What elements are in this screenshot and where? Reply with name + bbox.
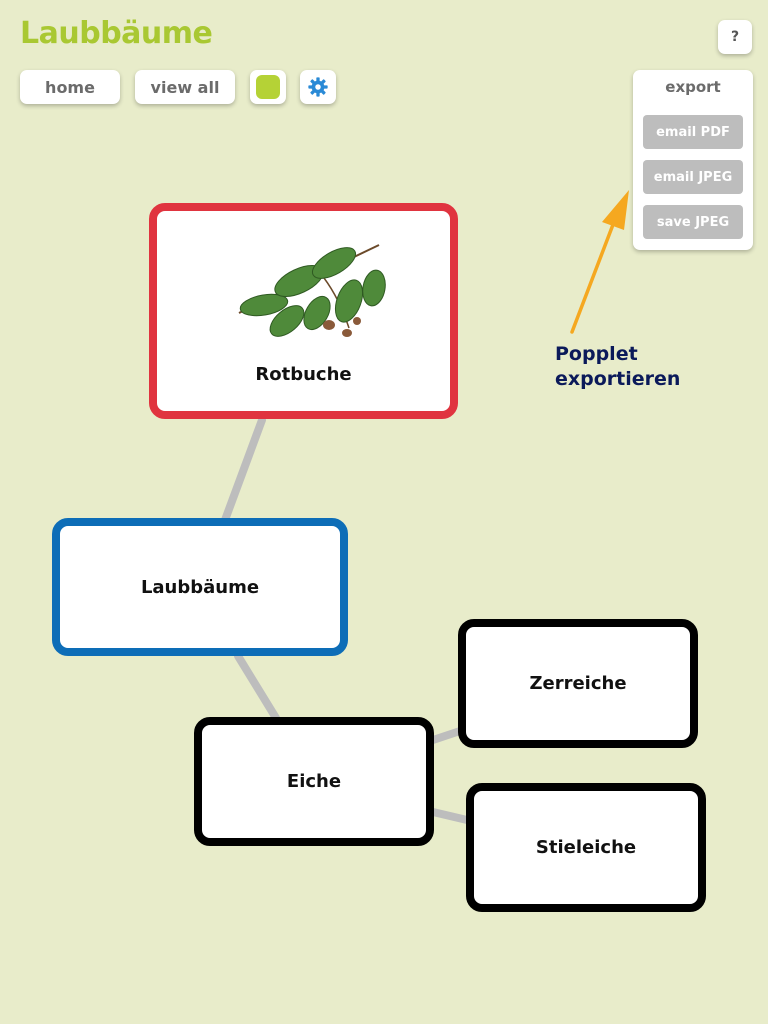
- annotation-line-2: exportieren: [555, 368, 681, 390]
- node-stieleiche[interactable]: Stieleiche: [466, 783, 706, 912]
- node-laubbaeume[interactable]: Laubbäume: [52, 518, 348, 656]
- connector-laubbaeume-eiche: [234, 652, 280, 722]
- export-title: export: [665, 78, 721, 96]
- connector-eiche-stieleiche: [429, 808, 471, 824]
- node-label: Zerreiche: [529, 673, 627, 694]
- node-zerreiche[interactable]: Zerreiche: [458, 619, 698, 748]
- annotation-line-1: Popplet: [555, 343, 638, 365]
- email-pdf-button[interactable]: email PDF: [643, 115, 743, 149]
- help-button[interactable]: ?: [718, 20, 752, 54]
- export-panel: export email PDF email JPEG save JPEG: [633, 70, 753, 250]
- connector-eiche-zerreiche: [429, 727, 464, 744]
- connector-rotbuche-laubbaeume: [221, 416, 266, 524]
- annotation-arrow: [570, 190, 629, 334]
- node-rotbuche[interactable]: Rotbuche: [149, 203, 458, 419]
- node-label: Laubbäume: [140, 576, 260, 598]
- gear-icon: [308, 77, 328, 97]
- node-label: Eiche: [286, 771, 342, 792]
- node-eiche[interactable]: Eiche: [194, 717, 434, 846]
- node-label: Rotbuche: [255, 364, 352, 385]
- email-jpeg-button[interactable]: email JPEG: [643, 160, 743, 194]
- view-all-button[interactable]: view all: [135, 70, 235, 104]
- settings-button[interactable]: [300, 70, 336, 104]
- save-jpeg-button[interactable]: save JPEG: [643, 205, 743, 239]
- node-label: Stieleiche: [535, 837, 637, 858]
- beech-leaf-image: [238, 244, 386, 337]
- home-button[interactable]: home: [20, 70, 120, 104]
- page-title: Laubbäume: [20, 16, 213, 51]
- color-picker-button[interactable]: [250, 70, 286, 104]
- annotation-text: Popplet exportieren: [555, 342, 680, 392]
- color-swatch: [256, 75, 280, 99]
